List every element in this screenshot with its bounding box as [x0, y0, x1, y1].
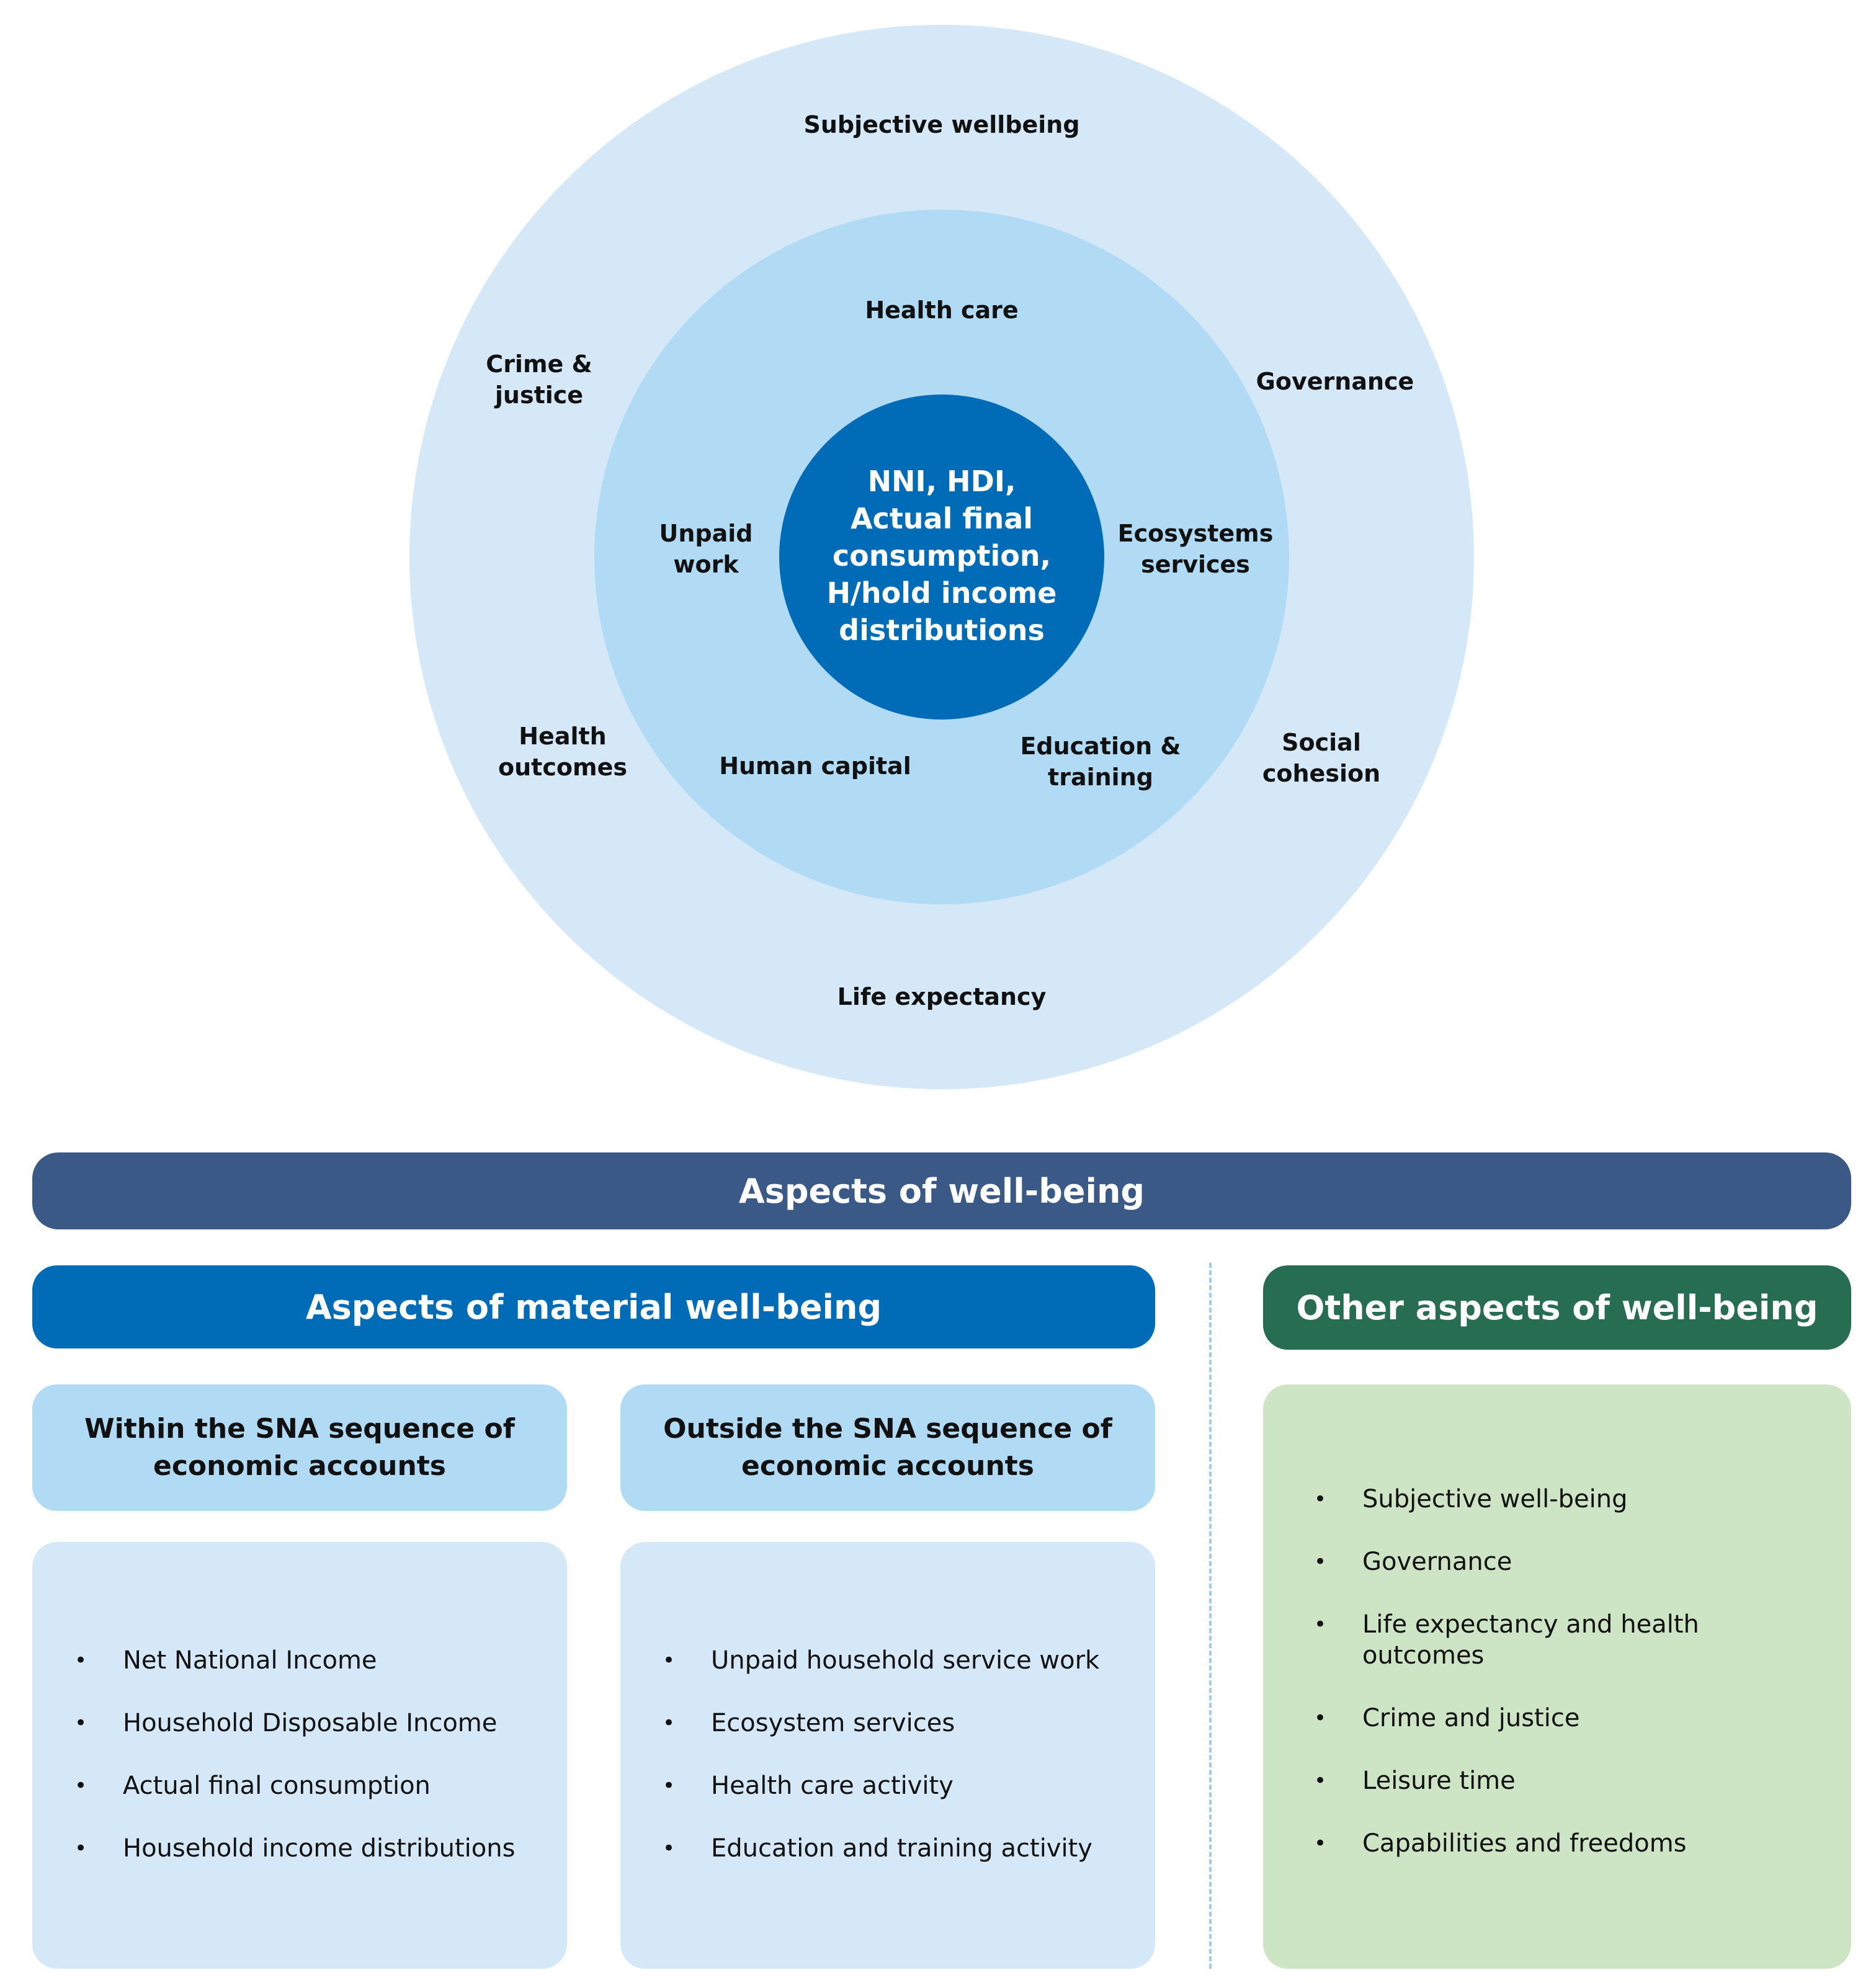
center-line-4: H/hold income [826, 576, 1057, 610]
within-sna-panel [32, 1542, 567, 1969]
list-item: Leisure time [1272, 1765, 1699, 1796]
list-item: Unpaid household service work [620, 1645, 1099, 1676]
label-ecosystems-services: Ecosystems services [1118, 518, 1274, 580]
label-crime-line-2: justice [494, 381, 584, 409]
other-aspects-panel [1263, 1384, 1851, 1969]
aspects-of-wellbeing-bar: Aspects of well-being [32, 1152, 1851, 1229]
label-subjective-wellbeing: Subjective wellbeing [803, 109, 1079, 140]
other-aspects-list: Subjective well-being Governance Life ex… [1272, 1484, 1699, 1891]
outside-heading-line-1: Outside the SNA sequence of [663, 1413, 1112, 1445]
label-crime-justice: Crime & justice [486, 349, 592, 411]
center-line-5: distributions [839, 613, 1045, 647]
list-item: Crime and justice [1272, 1703, 1699, 1734]
center-label: NNI, HDI, Actual final consumption, H/ho… [827, 463, 1057, 649]
label-life-expectancy: Life expectancy [838, 981, 1047, 1012]
label-ecosystems-line-2: services [1141, 551, 1250, 578]
label-unpaid-work-line-1: Unpaid [659, 520, 753, 547]
label-health-care-text: Health care [865, 296, 1019, 324]
label-life-expectancy-text: Life expectancy [837, 983, 1047, 1010]
list-item: Actual final consumption [32, 1770, 515, 1801]
label-governance: Governance [1256, 366, 1414, 397]
label-social-cohesion: Social cohesion [1262, 727, 1380, 789]
list-item: Ecosystem services [620, 1708, 1099, 1739]
label-health-outcomes-line-1: Health [519, 723, 607, 750]
label-education-line-2: training [1048, 764, 1153, 791]
list-item: Household income distributions [32, 1833, 515, 1864]
label-unpaid-work-line-2: work [673, 551, 739, 578]
label-education-line-1: Education & [1020, 733, 1181, 760]
list-item: Governance [1272, 1546, 1699, 1577]
list-item-text: Governance [1362, 1548, 1512, 1576]
center-line-2: Actual final [850, 502, 1034, 535]
list-item: Household Disposable Income [32, 1708, 515, 1739]
column-divider [1209, 1263, 1212, 1969]
outside-sna-list: Unpaid household service work Ecosystem … [620, 1645, 1099, 1896]
within-sna-list: Net National Income Household Disposable… [32, 1645, 515, 1896]
label-crime-line-1: Crime & [486, 350, 592, 378]
list-item-text: Subjective well-being [1362, 1485, 1628, 1513]
label-health-outcomes-line-2: outcomes [498, 754, 627, 781]
list-item-text: Life expectancy and health [1362, 1610, 1699, 1639]
label-education-training: Education & training [1020, 731, 1181, 793]
label-human-capital: Human capital [719, 751, 911, 782]
label-health-care: Health care [865, 295, 1018, 326]
inner-circle [779, 394, 1104, 720]
list-item-text: Crime and justice [1362, 1704, 1580, 1732]
within-heading-line-2: economic accounts [153, 1450, 446, 1482]
outside-sna-heading: Outside the SNA sequence of economic acc… [620, 1384, 1155, 1511]
label-unpaid-work: Unpaid work [659, 518, 753, 580]
list-item-text: Capabilities and freedoms [1362, 1829, 1687, 1858]
label-ecosystems-line-1: Ecosystems [1117, 520, 1274, 547]
outside-heading-line-2: economic accounts [741, 1450, 1034, 1482]
outside-sna-panel [620, 1542, 1155, 1969]
within-heading-line-1: Within the SNA sequence of [84, 1413, 515, 1445]
label-human-capital-text: Human capital [719, 752, 911, 780]
list-item: Capabilities and freedoms [1272, 1828, 1699, 1859]
material-wellbeing-bar: Aspects of material well-being [32, 1265, 1155, 1348]
label-subjective-text: Subjective wellbeing [803, 111, 1080, 138]
center-line-1: NNI, HDI, [867, 465, 1016, 498]
center-line-3: consumption, [832, 539, 1052, 573]
label-social-line-2: cohesion [1262, 760, 1381, 787]
list-item: Education and training activity [620, 1833, 1099, 1864]
label-social-line-1: Social [1282, 729, 1361, 756]
label-health-outcomes: Health outcomes [498, 721, 627, 783]
list-item-text: Leisure time [1362, 1767, 1516, 1795]
label-governance-text: Governance [1256, 368, 1414, 395]
list-item-text-continued: outcomes [1362, 1641, 1485, 1670]
list-item: Subjective well-being [1272, 1484, 1699, 1515]
list-item: Net National Income [32, 1645, 515, 1676]
list-item: Health care activity [620, 1770, 1099, 1801]
other-wellbeing-bar: Other aspects of well-being [1263, 1265, 1851, 1350]
within-sna-heading: Within the SNA sequence of economic acco… [32, 1384, 567, 1511]
